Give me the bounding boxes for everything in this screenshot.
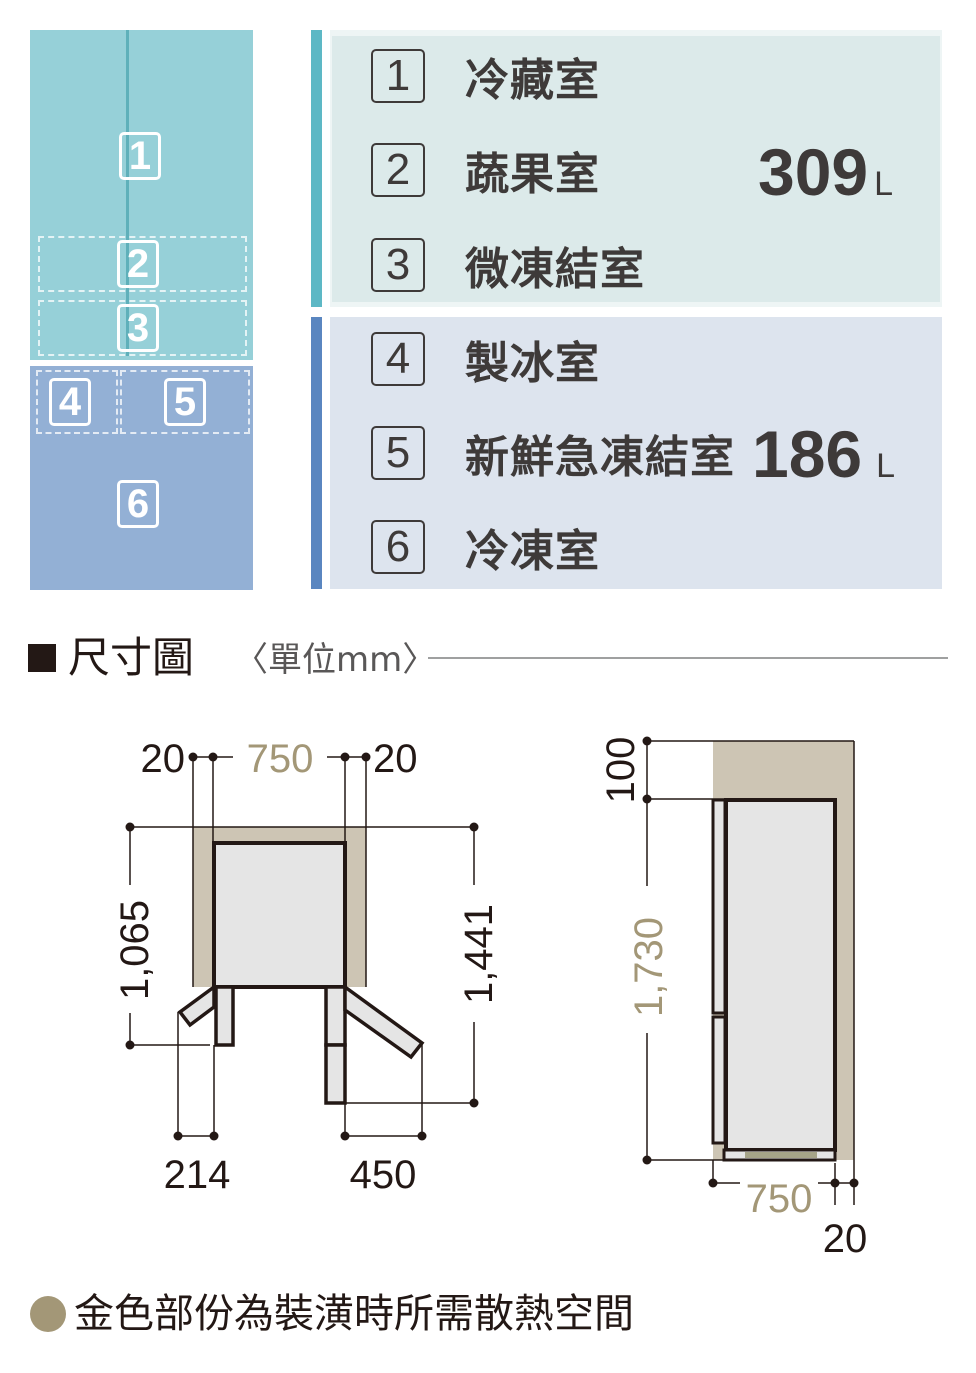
clearance-legend-icon <box>30 1296 66 1332</box>
fridge-body-top <box>212 841 347 989</box>
zone-3-outline <box>38 300 247 356</box>
lower-group-bar <box>311 317 322 589</box>
zone-2-badge: 2 <box>117 240 159 288</box>
compartment-label: 冷藏室 <box>465 55 600 106</box>
fridge-body-side <box>724 798 837 1152</box>
front-gap-right-label: 20 <box>373 737 418 781</box>
lower-group-panel <box>330 317 942 589</box>
zone-5-outline <box>120 370 250 434</box>
right-depth-label: 1,441 <box>457 904 501 1004</box>
zone-2-outline <box>38 236 247 292</box>
right-door-lower <box>324 1043 347 1105</box>
right-swing-label: 450 <box>350 1153 417 1197</box>
compartment-label: 冷凍室 <box>465 526 600 577</box>
left-swing-label: 214 <box>164 1153 231 1197</box>
section-divider <box>428 657 948 659</box>
footnote-text: 金色部份為裝潢時所需散熱空間 <box>74 1291 634 1337</box>
right-door-upper <box>324 985 347 1047</box>
back-gap-label: 20 <box>823 1217 868 1261</box>
side-view <box>642 736 859 1205</box>
zone-4-outline <box>36 370 118 434</box>
compartment-row: 1 冷藏室 <box>371 49 600 106</box>
zone-1-badge: 1 <box>119 132 161 180</box>
compartment-label: 新鮮急凍結室 <box>465 432 735 483</box>
section-title: 尺寸圖 <box>68 633 195 682</box>
compartment-number: 4 <box>371 332 425 386</box>
section-bullet-icon <box>28 644 56 672</box>
compartment-label: 製冰室 <box>465 338 600 389</box>
unit-label: 〈單位mm〉 <box>234 640 437 680</box>
front-gap-left-label: 20 <box>141 737 186 781</box>
compartment-row: 6 冷凍室 <box>371 520 600 577</box>
left-door-open <box>177 983 216 1028</box>
lower-capacity: 186 L <box>752 416 895 492</box>
zone-4-badge: 4 <box>49 378 91 426</box>
compartment-number: 3 <box>371 238 425 292</box>
upper-group-panel <box>332 36 940 302</box>
door-split-line <box>126 30 129 356</box>
zone-6-badge: 6 <box>117 480 159 528</box>
side-depth-label: 750 <box>746 1177 813 1221</box>
zone-3-badge: 3 <box>117 304 159 352</box>
left-door-closed <box>214 985 235 1047</box>
right-door-open <box>343 983 425 1060</box>
fridge-lower-zone <box>30 366 253 590</box>
capacity-value: 186 <box>752 417 863 491</box>
compartment-row: 5 新鮮急凍結室 <box>371 426 735 483</box>
compartment-row: 3 微凍結室 <box>371 238 645 295</box>
zone-5-badge: 5 <box>164 378 206 426</box>
compartment-row: 4 製冰室 <box>371 332 600 389</box>
compartment-row: 2 蔬果室 <box>371 143 600 200</box>
compartment-number: 5 <box>371 426 425 480</box>
compartment-number: 2 <box>371 143 425 197</box>
front-width-label: 750 <box>247 737 314 781</box>
side-door-upper <box>711 798 727 1015</box>
front-view <box>125 752 479 1141</box>
upper-group-bar <box>311 30 322 307</box>
side-door-lower <box>711 1015 727 1145</box>
compartment-label: 蔬果室 <box>465 149 600 200</box>
compartment-label: 微凍結室 <box>465 244 645 295</box>
dimension-dots <box>125 752 479 1141</box>
capacity-value: 309 <box>758 135 869 209</box>
height-label: 1,730 <box>627 917 671 1017</box>
capacity-unit: L <box>876 447 896 485</box>
compartment-number: 1 <box>371 49 425 103</box>
capacity-unit: L <box>874 165 894 203</box>
side-dimension-dots <box>642 736 859 1188</box>
left-depth-label: 1,065 <box>113 900 157 1000</box>
compartment-number: 6 <box>371 520 425 574</box>
top-gap-label: 100 <box>599 737 643 804</box>
